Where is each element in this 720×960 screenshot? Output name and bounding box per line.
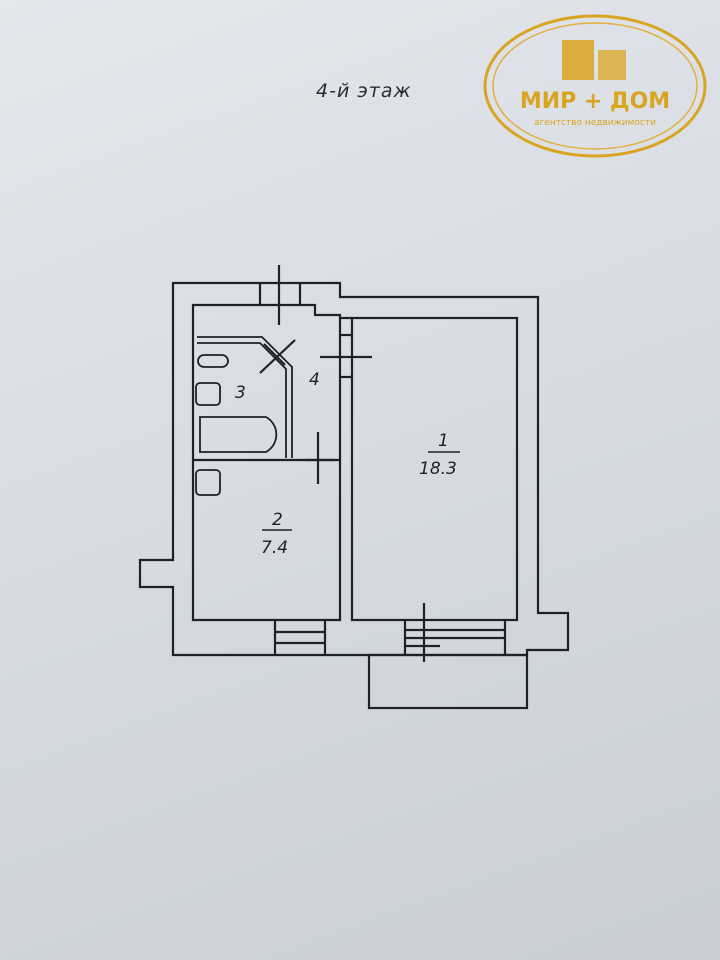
sink-icon [197,354,229,368]
toilet-icon [195,382,221,406]
window-room-1 [403,620,507,655]
floor-title: 4-й этаж [316,80,412,102]
bathtub-icon [199,416,278,453]
logo-subtitle: агентство недвижимости [534,118,656,128]
room-2-area: 7.4 [261,538,288,558]
logo-name: МИР + ДОМ [520,89,670,114]
logo: МИР + ДОМ агентство недвижимости [483,14,707,158]
window-top [258,283,302,305]
room-2-number: 2 [272,510,283,530]
room-4-number: 4 [309,370,320,390]
stove-icon [195,469,221,496]
room-1 [350,316,519,622]
building-icon [562,40,594,80]
inner-wall [191,303,342,622]
room-1-number: 1 [438,431,449,451]
bath-shaft [197,336,293,458]
room-1-area: 18.3 [419,459,457,479]
room-3-number: 3 [235,383,246,403]
window-room-2 [273,620,327,655]
balcony [367,653,529,710]
outer-wall [138,281,570,657]
